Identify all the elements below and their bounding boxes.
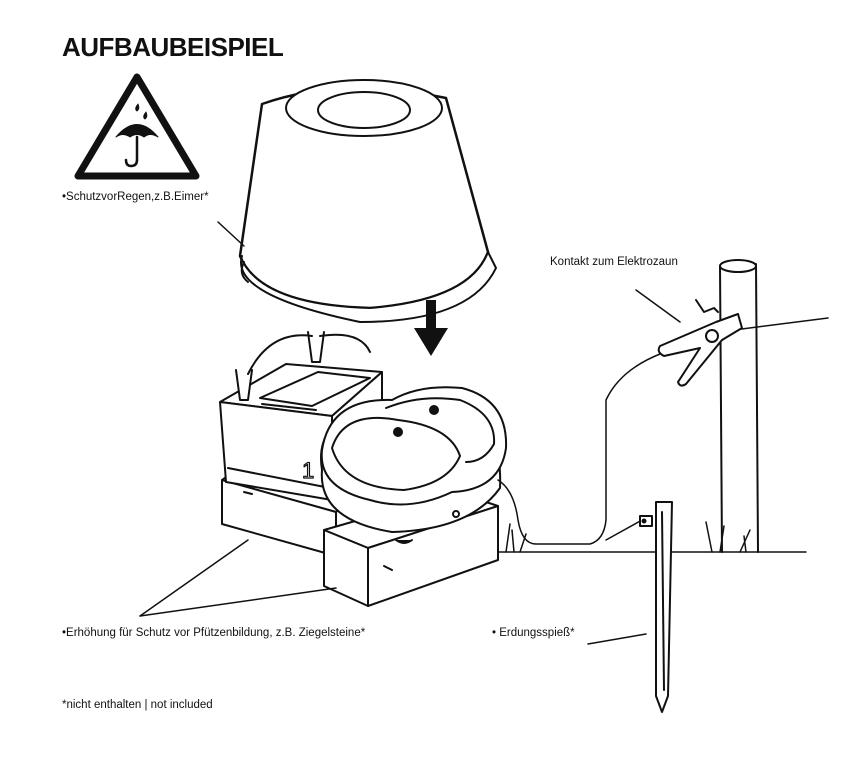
elevation-label: •Erhöhung für Schutz vor Pfützenbildung,…: [62, 627, 366, 639]
keep-dry-warning-icon: [74, 73, 200, 180]
rain-protection-label: •SchutzvorRegen,z.B.Eimer*: [62, 191, 209, 203]
fence-clip: [635, 289, 743, 387]
footnote: *nicht enthalten | not included: [62, 699, 213, 711]
ground-stake: [587, 501, 673, 713]
fence-contact-label: Kontakt zum Elektrozaun: [550, 256, 678, 268]
cables: [497, 353, 661, 545]
ground-stake-label: • Erdungsspieß*: [492, 627, 575, 639]
svg-text:1: 1: [302, 458, 314, 483]
fence-energizer: [320, 386, 508, 544]
elevation-leader-lines: [139, 539, 337, 617]
bucket: [217, 79, 497, 323]
page-title: AUFBAUBEISPIEL: [62, 32, 284, 62]
arrow-down-icon: [414, 300, 448, 356]
fence-post: [719, 259, 829, 553]
